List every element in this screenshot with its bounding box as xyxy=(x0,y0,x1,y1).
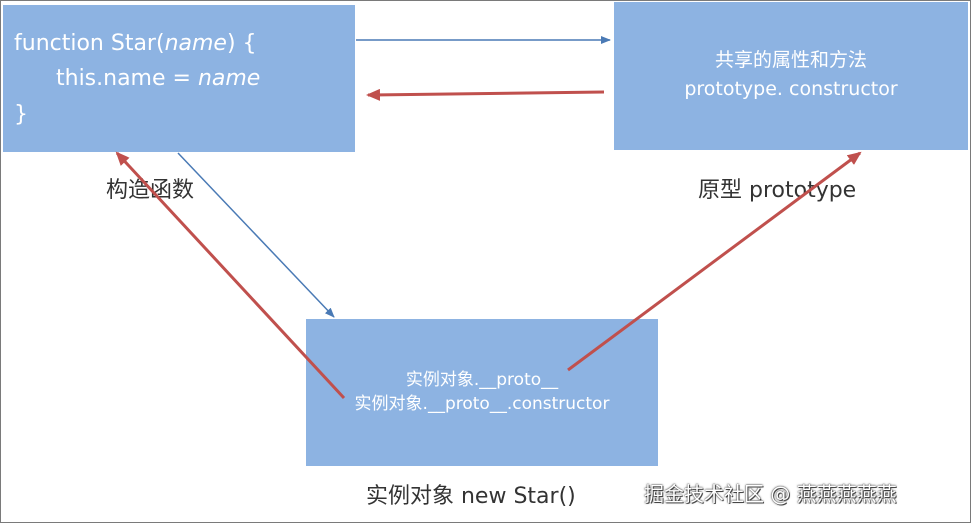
code-assignment: this.name = xyxy=(56,66,198,91)
constructor-code-line-3: } xyxy=(14,102,28,127)
code-function-keyword: function Star( xyxy=(14,31,165,56)
watermark: 掘金技术社区 @ 燕燕燕燕燕 xyxy=(644,482,897,506)
instance-box-line-2: 实例对象.__proto__.constructor xyxy=(354,394,610,414)
constructor-code-line-2: this.name = name xyxy=(56,66,260,92)
arrow-constructor-to-instance xyxy=(177,152,335,318)
instance-caption: 实例对象 new Star() xyxy=(366,484,576,509)
constructor-code-line-1: function Star(name) { xyxy=(14,31,257,57)
arrow-instance-to-prototype xyxy=(567,151,862,372)
arrow-prototype-to-constructor xyxy=(366,88,605,101)
code-param: name xyxy=(164,31,227,56)
instance-box-line-1: 实例对象.__proto__ xyxy=(405,370,559,390)
constructor-box xyxy=(3,5,355,152)
prototype-box-line-1: 共享的属性和方法 xyxy=(714,49,867,71)
instance-box xyxy=(306,319,658,466)
code-param-value: name xyxy=(197,66,261,91)
prototype-box-line-2: prototype. constructor xyxy=(684,78,898,100)
arrow-instance-to-constructor xyxy=(115,151,346,400)
prototype-caption: 原型 prototype xyxy=(698,178,857,203)
prototype-box xyxy=(614,2,968,150)
code-open-brace: ) { xyxy=(226,31,257,56)
